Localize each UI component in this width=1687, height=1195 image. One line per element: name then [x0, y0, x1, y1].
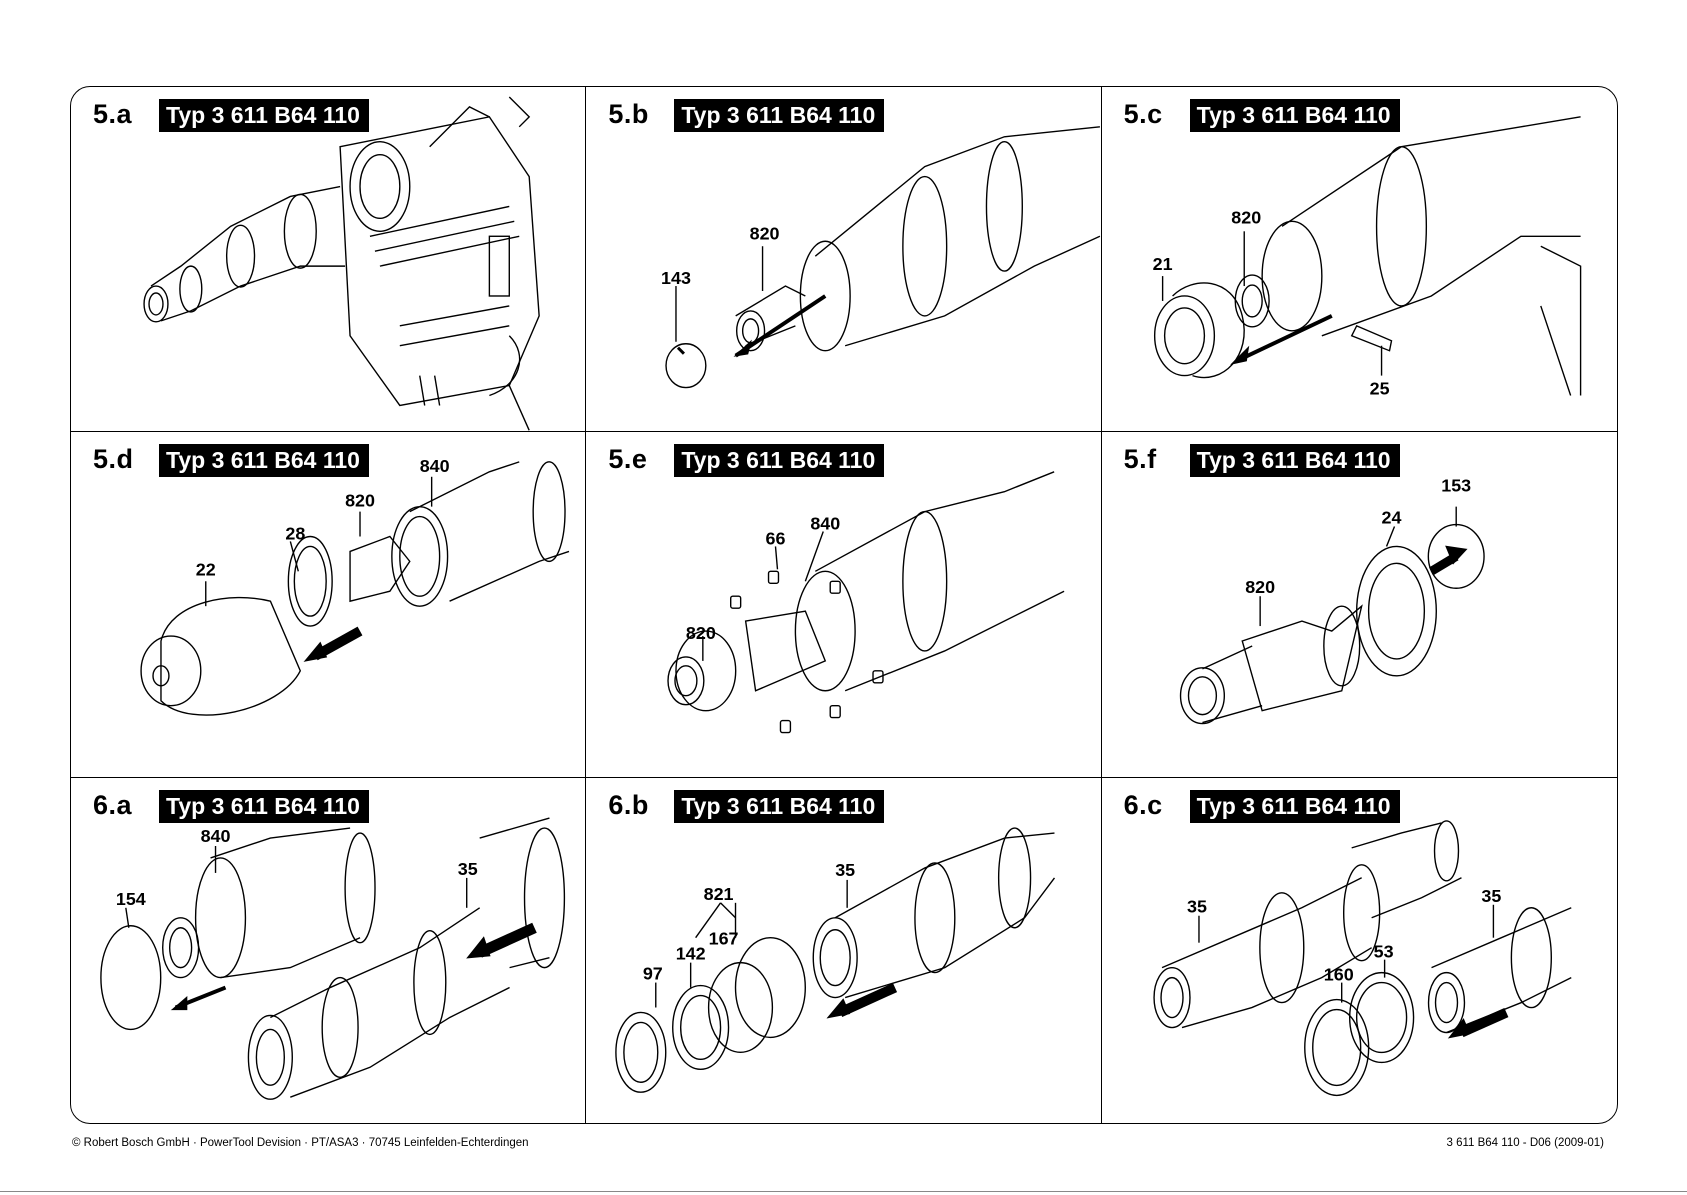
part-label: 66	[766, 529, 786, 549]
part-label: 35	[836, 860, 856, 880]
diagram-grid: 5.a Typ 3 611 B64 110	[71, 87, 1617, 1123]
illustration-5e: 840 66 820	[667, 471, 1065, 734]
bottom-divider	[0, 1191, 1687, 1192]
part-label: 820	[686, 623, 716, 643]
step-label: 6.b	[608, 789, 649, 820]
part-label: 24	[1381, 508, 1401, 528]
type-badge: Typ 3 611 B64 110	[674, 99, 885, 132]
type-badge: Typ 3 611 B64 110	[674, 789, 885, 823]
part-label: 25	[1369, 379, 1389, 399]
part-label: 840	[811, 514, 841, 534]
part-label: 28	[285, 524, 305, 544]
part-label: 820	[1245, 578, 1275, 598]
part-label: 840	[201, 826, 231, 846]
footer-document-number: 3 611 B64 110 - D06 (2009-01)	[1446, 1137, 1605, 1149]
panel-5f: 5.f Typ 3 611 B64 110 153 24 820	[1101, 432, 1617, 778]
part-label: 22	[196, 560, 216, 580]
part-label: 153	[1441, 476, 1471, 496]
part-label: 160	[1323, 964, 1353, 984]
illustration-5d: 840 820 28 22	[140, 456, 570, 717]
type-badge: Typ 3 611 B64 110	[159, 444, 369, 478]
part-label: 35	[458, 859, 478, 879]
part-label: 821	[704, 883, 734, 903]
type-badge: Typ 3 611 B64 110	[1189, 444, 1400, 478]
step-label: 5.b	[608, 99, 649, 129]
panel-6b: 6.b Typ 3 611 B64 110	[586, 777, 1102, 1123]
part-label: 35	[1481, 885, 1501, 905]
illustration-6c: 35 35 53 160	[1153, 819, 1572, 1096]
part-label: 167	[709, 928, 739, 948]
illustration-6a: 840 154 35	[100, 817, 566, 1100]
panel-6c: 6.c Typ 3 611 B64 110	[1102, 778, 1617, 1123]
type-badge: Typ 3 611 B64 110	[1189, 99, 1400, 132]
step-label: 5.f	[1123, 444, 1157, 475]
part-label: 142	[676, 943, 706, 963]
panel-6a: 6.a Typ 3 611 B64 110	[71, 777, 587, 1123]
type-badge: Typ 3 611 B64 110	[1189, 789, 1400, 823]
illustration-6b: 821 167 142 97 35	[615, 827, 1056, 1093]
part-label: 154	[116, 888, 146, 908]
footer-copyright: © Robert Bosch GmbH · PowerTool Devision…	[72, 1137, 529, 1149]
diagram-frame: 5.a Typ 3 611 B64 110	[70, 86, 1618, 1124]
type-badge: Typ 3 611 B64 110	[674, 444, 885, 478]
part-label: 820	[345, 491, 375, 511]
illustration-5c: 820 21 25	[1152, 116, 1581, 399]
illustration-5b: 820 143	[661, 126, 1101, 389]
illustration-hammer	[143, 96, 540, 431]
part-label: 820	[750, 223, 780, 243]
step-label: 5.e	[608, 444, 648, 475]
part-label: 35	[1187, 896, 1207, 916]
panel-5b: 5.b Typ 3 611 B64 110 820 143	[586, 87, 1102, 433]
type-badge: Typ 3 611 B64 110	[159, 789, 369, 823]
part-label: 97	[643, 963, 663, 983]
step-label: 6.a	[93, 789, 133, 820]
part-label: 143	[661, 268, 691, 288]
panel-5c: 5.c Typ 3 611 B64 110 820 21	[1101, 87, 1617, 433]
panel-5d: 5.d Typ 3 611 B64 110 840 8	[71, 432, 587, 778]
step-label: 5.d	[93, 444, 134, 475]
type-badge: Typ 3 611 B64 110	[159, 99, 369, 132]
part-label: 820	[1231, 207, 1261, 227]
part-label: 53	[1373, 941, 1393, 961]
step-label: 5.c	[1123, 99, 1163, 129]
illustration-5f: 153 24 820	[1179, 476, 1485, 725]
panel-5e: 5.e Typ 3 611 B64 110 840 6	[586, 432, 1102, 778]
part-label: 21	[1152, 254, 1172, 274]
step-label: 6.c	[1123, 789, 1163, 820]
panel-5a: 5.a Typ 3 611 B64 110	[71, 87, 587, 433]
step-label: 5.a	[93, 99, 133, 129]
part-label: 840	[420, 456, 450, 476]
